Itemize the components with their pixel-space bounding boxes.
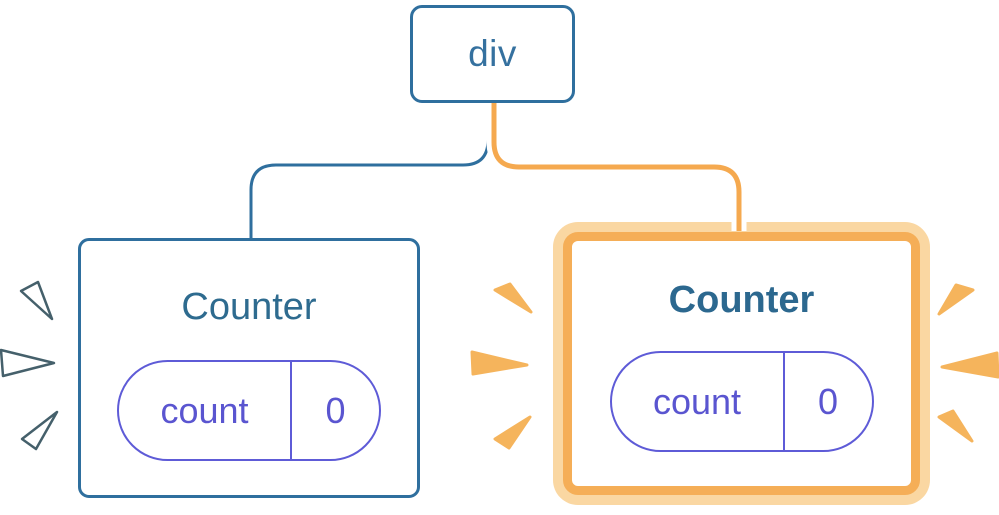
root-node-div: div — [410, 5, 575, 103]
counter-node-left: Counter count 0 — [78, 238, 420, 498]
state-value: 0 — [782, 353, 872, 450]
spark-icon — [19, 280, 54, 321]
spark-icon — [20, 410, 59, 451]
spark-icon — [937, 409, 974, 443]
state-pill: count 0 — [117, 360, 381, 461]
edge-root-to-left-counter — [249, 103, 490, 239]
spark-icon — [0, 348, 56, 378]
state-key: count — [160, 389, 249, 431]
state-key: count — [652, 380, 742, 422]
state-pill: count 0 — [609, 351, 874, 452]
edge-root-to-right-counter-casing — [486, 103, 747, 228]
spark-icon — [937, 283, 975, 316]
spark-icon — [493, 282, 533, 314]
spark-icon — [470, 350, 529, 376]
spark-icon — [940, 351, 999, 379]
edge-root-to-right-counter — [491, 103, 742, 228]
counter-title: Counter — [181, 286, 317, 328]
state-value: 0 — [290, 362, 379, 459]
counter-title: Counter — [668, 279, 815, 321]
root-node-label: div — [468, 33, 517, 74]
counter-node-right-highlighted: Counter count 0 — [563, 232, 920, 495]
spark-icon — [493, 415, 532, 450]
